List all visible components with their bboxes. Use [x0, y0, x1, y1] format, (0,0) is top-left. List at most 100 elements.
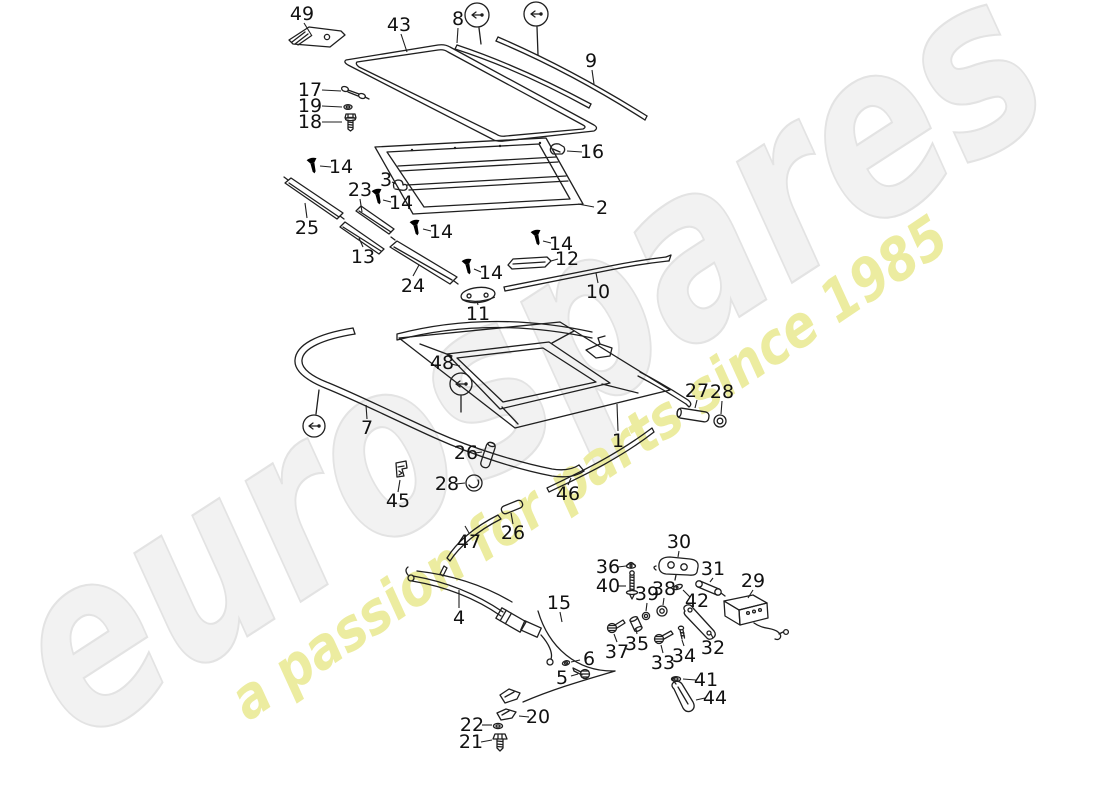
leader-line-16	[566, 150, 583, 153]
strip-10	[503, 254, 672, 292]
frame-assembly-1	[396, 320, 692, 429]
handle-44	[671, 676, 695, 713]
rail-25	[283, 176, 345, 220]
leader-line-30	[677, 550, 680, 558]
part-number-7: 7	[361, 417, 373, 439]
leader-line-21	[480, 739, 493, 743]
leader-line-41	[682, 678, 697, 681]
part-number-9: 9	[585, 50, 597, 72]
leader-line-24	[412, 264, 420, 277]
reference-symbols	[302, 1, 549, 438]
leader-line-31	[709, 577, 714, 583]
part-number-30: 30	[667, 531, 691, 553]
part-number-1: 1	[612, 430, 624, 452]
leader-line-25	[304, 202, 308, 219]
hose-46	[546, 427, 655, 493]
corner-plate-49	[288, 26, 346, 48]
toggle-17	[340, 85, 370, 100]
part-number-16: 16	[580, 141, 604, 163]
leader-line-46	[567, 477, 572, 486]
part-number-26: 26	[501, 522, 525, 544]
leader-line-36	[617, 565, 627, 568]
part-number-40: 40	[596, 575, 620, 597]
leader-line-23	[359, 198, 363, 213]
part-number-14: 14	[389, 192, 413, 214]
lever-32	[683, 604, 716, 640]
cap-16	[549, 143, 566, 155]
part-number-48: 48	[430, 352, 454, 374]
part-number-32: 32	[701, 637, 725, 659]
part-number-20: 20	[526, 706, 550, 728]
trim-strip-9	[495, 36, 648, 121]
leader-line-10	[595, 272, 599, 284]
part-number-28: 28	[435, 473, 459, 495]
leader-line-7	[365, 404, 368, 420]
leader-line-28	[720, 400, 723, 415]
bracket-20	[496, 688, 521, 721]
leader-line-43	[400, 33, 408, 53]
reference-circle-icon	[464, 2, 490, 28]
plate-11	[460, 286, 496, 304]
leader-line-19	[321, 105, 343, 108]
part-number-25: 25	[295, 217, 319, 239]
ring-28-left	[465, 474, 483, 492]
symbol-stem	[315, 389, 320, 415]
bolt-18	[344, 113, 357, 132]
part-number-3: 3	[380, 169, 392, 191]
leader-line-49	[303, 22, 313, 37]
leader-line-26	[474, 451, 483, 454]
leader-line-5	[570, 673, 579, 677]
reference-circle-icon	[449, 372, 473, 396]
leader-line-20	[518, 715, 530, 718]
spacer-35	[629, 616, 643, 632]
leader-line-11	[476, 300, 479, 306]
leader-line-35	[635, 628, 638, 635]
stud-40	[625, 570, 639, 600]
part-number-37: 37	[605, 641, 629, 663]
washer-39	[641, 611, 651, 621]
leader-line-48	[450, 363, 461, 367]
part-number-45: 45	[386, 490, 410, 512]
leader-line-44	[695, 697, 706, 701]
part-number-39: 39	[635, 583, 659, 605]
washer-22	[492, 722, 504, 730]
part-number-27: 27	[685, 380, 709, 402]
sleeve-26-lower	[500, 499, 524, 515]
line-art	[283, 26, 790, 752]
sunroof-frame-2	[374, 137, 584, 215]
part-number-10: 10	[586, 281, 610, 303]
part-number-8: 8	[452, 8, 464, 30]
reference-circle-icon	[523, 1, 549, 27]
part-number-11: 11	[466, 303, 490, 325]
latch-30	[653, 556, 699, 581]
leader-line-15	[559, 611, 563, 623]
leader-line-28	[455, 482, 466, 485]
leader-line-6	[570, 659, 581, 663]
symbol-stem	[478, 27, 482, 45]
leader-line-14	[422, 228, 432, 232]
nut-19	[343, 103, 353, 111]
part-number-14: 14	[329, 156, 353, 178]
part-number-12: 12	[555, 248, 579, 270]
leader-line-14	[542, 240, 552, 244]
part-number-36: 36	[596, 556, 620, 578]
washer-6	[561, 660, 571, 666]
part-number-14: 14	[429, 221, 453, 243]
part-number-22: 22	[460, 714, 484, 736]
leader-line-8	[456, 27, 459, 44]
part-number-19: 19	[298, 95, 322, 117]
arrow-dot	[480, 13, 484, 17]
leader-line-45	[397, 479, 401, 493]
part-number-26: 26	[454, 442, 478, 464]
leader-line-29	[747, 589, 754, 599]
leader-line-12	[550, 258, 559, 262]
leader-line-42	[682, 589, 691, 598]
part-number-21: 21	[459, 731, 483, 753]
rail-24	[389, 236, 459, 285]
bolt-5	[572, 667, 591, 680]
leader-line-3	[391, 181, 397, 185]
leader-line-34	[681, 639, 685, 647]
leader-line-2	[577, 203, 595, 208]
part-number-33: 33	[651, 652, 675, 674]
